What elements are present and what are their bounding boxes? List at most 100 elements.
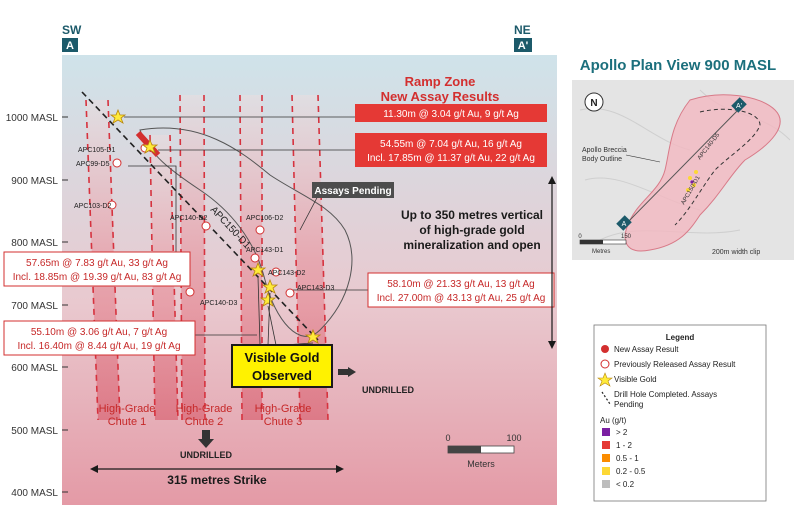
svg-text:57.65m @ 7.83 g/t Au, 33 g/t A: 57.65m @ 7.83 g/t Au, 33 g/t Ag	[26, 258, 168, 269]
svg-text:APC105-D1: APC105-D1	[78, 147, 115, 154]
svg-text:100: 100	[506, 433, 521, 443]
svg-text:Drill Hole Completed. Assays: Drill Hole Completed. Assays	[614, 390, 717, 399]
svg-text:700 MASL: 700 MASL	[11, 301, 58, 312]
chute-dashed-lines	[85, 94, 329, 421]
result-box-4	[3, 320, 196, 356]
plan-marker-a-prime	[731, 97, 747, 113]
svg-text:Visible Gold: Visible Gold	[245, 350, 320, 365]
plan-breccia-label-a: Apollo Breccia	[582, 147, 627, 154]
drill-hole-apc150	[81, 91, 319, 341]
svg-text:Incl. 18.85m @ 19.39 g/t Au, 8: Incl. 18.85m @ 19.39 g/t Au, 83 g/t Ag	[13, 272, 182, 283]
svg-text:Incl. 27.00m @ 43.13 g/t Au, 2: Incl. 27.00m @ 43.13 g/t Au, 25 g/t Ag	[377, 293, 546, 304]
svg-text:Meters: Meters	[467, 459, 495, 469]
svg-text:Assays Pending: Assays Pending	[314, 186, 391, 197]
svg-text:APC143-D2: APC143-D2	[268, 270, 305, 277]
svg-text:Incl. 16.40m @ 8.44 g/t Au, 19: Incl. 16.40m @ 8.44 g/t Au, 19 g/t Ag	[17, 341, 180, 352]
chute-2-label-a: High-Grade	[176, 403, 233, 415]
undrilled-down-label: UNDRILLED	[180, 450, 232, 460]
svg-text:Visible Gold: Visible Gold	[614, 375, 657, 384]
result-box-3	[3, 251, 191, 287]
svg-text:A': A'	[518, 40, 529, 52]
svg-text:150: 150	[621, 234, 632, 240]
svg-text:Previously Released Assay Resu: Previously Released Assay Result	[614, 360, 736, 369]
svg-text:APC143-D3: APC143-D3	[297, 285, 334, 292]
legend-star-icon	[597, 372, 613, 387]
legend-au-title: Au (g/t)	[600, 416, 627, 425]
north-arrow-icon	[584, 92, 604, 112]
svg-text:54.55m @ 7.04 g/t Au, 16 g/t A: 54.55m @ 7.04 g/t Au, 16 g/t Ag	[380, 139, 522, 150]
ne-direction: NE	[514, 23, 531, 37]
svg-text:0.5 - 1: 0.5 - 1	[616, 454, 639, 463]
chute-2-label-b: Chute 2	[185, 416, 224, 428]
undrilled-right-label: UNDRILLED	[362, 385, 414, 395]
svg-text:Observed: Observed	[252, 368, 312, 383]
plan-clip-label: 200m width clip	[712, 249, 760, 256]
plan-assay-dots	[686, 170, 698, 192]
svg-text:58.10m @ 21.33 g/t Au, 13 g/t: 58.10m @ 21.33 g/t Au, 13 g/t Ag	[387, 279, 534, 290]
svg-text:A': A'	[736, 103, 742, 110]
visible-gold-callout	[231, 344, 333, 388]
chute-1-label-a: High-Grade	[99, 403, 156, 415]
legend-new-result-icon	[601, 345, 609, 353]
hole-markers	[107, 143, 295, 298]
svg-text:1000 MASL: 1000 MASL	[6, 113, 59, 124]
svg-text:500 MASL: 500 MASL	[11, 426, 58, 437]
marker-a-prime	[514, 38, 532, 52]
plan-breccia-body	[624, 94, 781, 252]
svg-text:Incl. 17.85m @ 11.37 g/t Au, 2: Incl. 17.85m @ 11.37 g/t Au, 22 g/t Ag	[367, 153, 535, 164]
plan-view-title: Apollo Plan View 900 MASL	[580, 57, 776, 74]
svg-text:A: A	[66, 40, 74, 52]
ramp-zone-title: Ramp Zone	[405, 74, 476, 89]
svg-text:New Assay Result: New Assay Result	[614, 345, 679, 354]
plan-marker-a	[616, 215, 632, 231]
svg-text:800 MASL: 800 MASL	[11, 238, 58, 249]
undrilled-right-arrow	[348, 367, 356, 377]
svg-text:0.2 - 0.5: 0.2 - 0.5	[616, 467, 646, 476]
vertical-note-3: mineralization and open	[403, 238, 540, 252]
legend-au-swatches	[602, 428, 610, 488]
plan-section-line	[625, 107, 741, 225]
marker-a	[62, 38, 78, 52]
svg-text:APC143-D1: APC143-D1	[246, 247, 283, 254]
strike-label: 315 metres Strike	[167, 473, 267, 487]
svg-text:Metres: Metres	[592, 249, 610, 255]
svg-text:APC99-D5: APC99-D5	[76, 161, 110, 168]
svg-text:APC140-D3: APC140-D3	[200, 300, 237, 307]
svg-text:0: 0	[445, 433, 450, 443]
result-box-1	[355, 104, 547, 122]
vertical-note-2: of high-grade gold	[419, 223, 524, 237]
svg-text:1 - 2: 1 - 2	[616, 441, 633, 450]
svg-text:APC106-D2: APC106-D2	[246, 215, 283, 222]
chute-3-label-b: Chute 3	[264, 416, 303, 428]
svg-text:APC140-D2: APC140-D2	[170, 215, 207, 222]
vertical-note-1: Up to 350 metres vertical	[401, 208, 543, 222]
legend-title: Legend	[666, 333, 695, 342]
svg-text:400 MASL: 400 MASL	[11, 488, 58, 499]
chute-3-label-a: High-Grade	[255, 403, 312, 415]
sw-direction: SW	[62, 23, 82, 37]
y-axis: 1000 MASL 900 MASL 800 MASL 700 MASL 600…	[6, 113, 68, 499]
plan-breccia-label-b: Body Outline	[582, 156, 622, 163]
svg-text:600 MASL: 600 MASL	[11, 363, 58, 374]
legend-drill-icon	[601, 391, 611, 405]
undrilled-down-arrow	[202, 430, 210, 439]
svg-text:0: 0	[578, 234, 582, 240]
legend-previous-result-icon	[600, 359, 610, 369]
svg-text:< 0.2: < 0.2	[616, 480, 635, 489]
svg-text:> 2: > 2	[616, 428, 628, 437]
svg-text:N: N	[590, 98, 597, 109]
chute-3-band-b	[292, 95, 328, 420]
assays-pending-box	[312, 182, 394, 198]
ramp-zone-subtitle: New Assay Results	[381, 89, 500, 104]
breccia-outline	[139, 127, 353, 337]
chute-1-label-b: Chute 1	[108, 416, 147, 428]
svg-text:Pending: Pending	[614, 400, 643, 409]
svg-text:900 MASL: 900 MASL	[11, 176, 58, 187]
svg-text:11.30m @ 3.04 g/t Au, 9 g/t Ag: 11.30m @ 3.04 g/t Au, 9 g/t Ag	[383, 109, 519, 120]
svg-text:A: A	[622, 221, 627, 228]
gold-stars	[109, 108, 322, 344]
result-box-5	[367, 272, 555, 308]
legend-box	[593, 324, 767, 502]
